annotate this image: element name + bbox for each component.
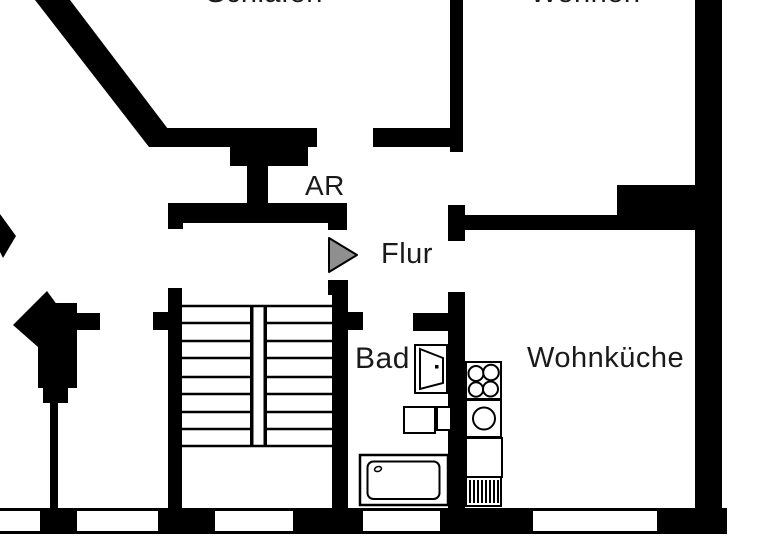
kitchen-fixtures [465, 361, 503, 507]
entrance-arrow-icon [328, 237, 358, 273]
stair-treads [182, 321, 332, 431]
open-door-icon [414, 344, 448, 394]
shaft-stem [247, 166, 268, 205]
south-wall-with-windows [0, 508, 727, 534]
kitchen-sink-icon [465, 399, 502, 438]
room-label-flur: Flur [381, 238, 433, 270]
schlafen-bottom-wall [149, 128, 317, 147]
radiator-icon [465, 476, 502, 507]
diagonal-exterior-wall [35, 0, 168, 147]
bad-top-wall [413, 313, 450, 331]
left-thin-wall [50, 403, 58, 508]
right-exterior-wall [695, 0, 722, 508]
schlafen-wohnen-wall [450, 0, 463, 152]
room-label-wohnkueche: Wohnküche [527, 342, 685, 374]
room-label-schlafen: Schlafen [206, 0, 323, 8]
burner [482, 363, 500, 382]
bathroom-fixtures [358, 344, 452, 507]
wc [436, 406, 452, 431]
burner [467, 365, 485, 382]
stove-icon [465, 361, 502, 400]
room-label-bad: Bad [355, 342, 410, 375]
kitchen-counter [465, 437, 503, 478]
bad-kueche-wall [448, 292, 465, 508]
staircase [182, 304, 332, 448]
burner [467, 381, 485, 398]
ar-bottom-wall [168, 203, 347, 223]
walls [0, 0, 722, 508]
room-label-wohnen: Wohnen [530, 0, 641, 8]
stair-right-wall [332, 280, 348, 508]
room-label-abstellraum: AR [305, 170, 345, 201]
washbasin [403, 406, 436, 434]
left-edge-wall-fragment [0, 214, 16, 258]
burner [482, 380, 499, 398]
stair-divider [250, 305, 254, 446]
bathtub-icon [358, 453, 450, 507]
stair-left-wall [168, 288, 182, 508]
shaft-block [230, 147, 308, 166]
